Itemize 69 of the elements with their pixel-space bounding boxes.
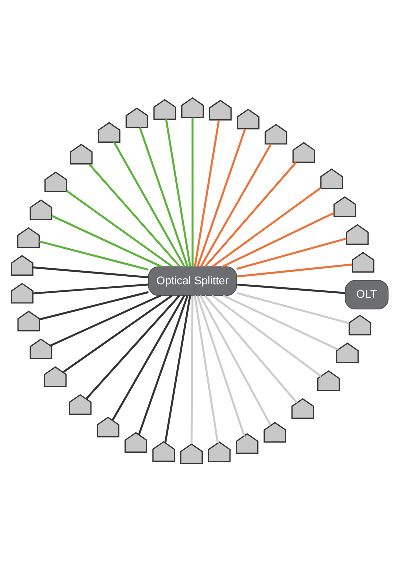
connector bbox=[190, 295, 194, 444]
node-house bbox=[18, 310, 40, 332]
node-box: Optical Splitter bbox=[148, 266, 238, 296]
connector bbox=[62, 294, 173, 373]
node-house bbox=[69, 394, 92, 415]
connector bbox=[212, 294, 322, 377]
node-house bbox=[352, 252, 375, 272]
connector bbox=[194, 120, 220, 266]
connector bbox=[88, 163, 181, 268]
node-house bbox=[180, 443, 204, 464]
node-house bbox=[124, 432, 148, 452]
connector bbox=[237, 283, 346, 294]
node-house bbox=[334, 196, 356, 217]
node-house bbox=[264, 422, 286, 442]
node-house bbox=[44, 366, 67, 387]
node-house bbox=[346, 224, 369, 245]
node-house bbox=[320, 168, 344, 189]
node-house bbox=[96, 416, 120, 438]
node-house bbox=[30, 338, 53, 359]
connector bbox=[52, 214, 162, 268]
node-house bbox=[264, 124, 288, 144]
node-house bbox=[98, 122, 121, 142]
node-house bbox=[181, 96, 204, 118]
node-house bbox=[152, 440, 176, 462]
connector bbox=[222, 212, 335, 268]
node-house bbox=[348, 314, 372, 336]
connector bbox=[194, 295, 219, 444]
connector bbox=[212, 186, 322, 268]
connector bbox=[86, 294, 180, 400]
node-house bbox=[11, 282, 34, 304]
connector bbox=[113, 141, 186, 267]
node-house bbox=[17, 226, 40, 248]
connector bbox=[40, 290, 149, 320]
connector bbox=[138, 294, 189, 435]
connector bbox=[39, 240, 149, 270]
connector bbox=[204, 161, 298, 268]
connector bbox=[200, 144, 272, 267]
connector bbox=[139, 127, 189, 267]
connector bbox=[200, 294, 272, 426]
node-house bbox=[70, 144, 93, 164]
node-house bbox=[11, 254, 34, 276]
connector bbox=[50, 294, 162, 346]
connector bbox=[66, 190, 174, 268]
connector bbox=[196, 295, 246, 436]
node-box: OLT bbox=[345, 280, 389, 310]
node-house bbox=[208, 441, 231, 462]
node-house bbox=[126, 107, 148, 128]
connector bbox=[204, 294, 298, 404]
node-house bbox=[154, 98, 176, 120]
connector bbox=[112, 294, 186, 421]
node-house bbox=[292, 398, 314, 419]
node-house bbox=[209, 99, 232, 120]
connector bbox=[196, 128, 246, 267]
node-house bbox=[318, 370, 340, 391]
connector bbox=[165, 118, 192, 266]
connector bbox=[33, 283, 149, 294]
connector bbox=[33, 266, 149, 278]
node-house bbox=[44, 171, 68, 192]
connector bbox=[164, 295, 192, 443]
connector bbox=[236, 263, 353, 278]
connector bbox=[192, 117, 194, 266]
node-house bbox=[236, 432, 259, 454]
connector bbox=[222, 294, 339, 350]
node-house bbox=[336, 342, 359, 363]
node-house bbox=[292, 142, 316, 163]
connector bbox=[236, 237, 347, 270]
node-house bbox=[237, 108, 260, 130]
node-house bbox=[30, 199, 53, 220]
connector bbox=[236, 292, 350, 324]
